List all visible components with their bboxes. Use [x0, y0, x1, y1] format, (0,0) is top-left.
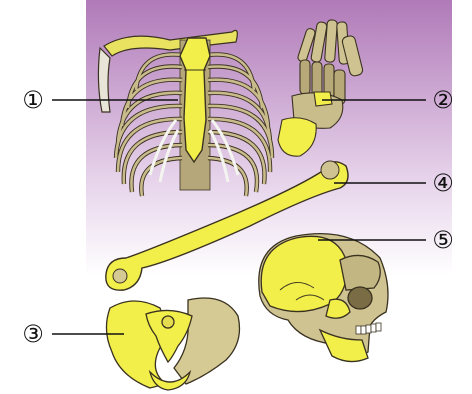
label-5: ⑤ [432, 226, 454, 254]
label-4: ④ [432, 169, 454, 197]
label-1: ① [22, 86, 44, 114]
label-2: ② [432, 86, 454, 114]
label-3: ③ [22, 320, 44, 348]
